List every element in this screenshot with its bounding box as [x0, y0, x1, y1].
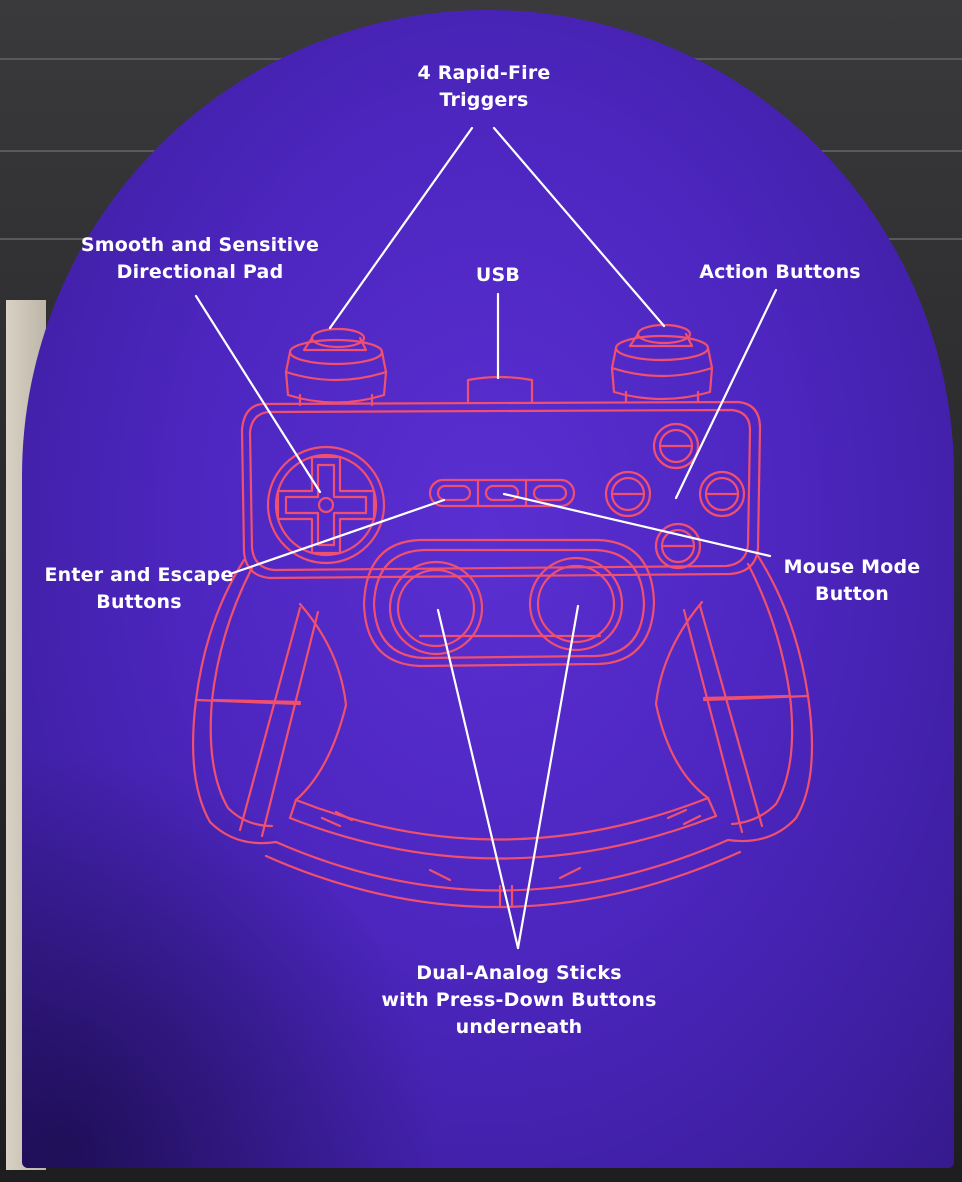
sticks-label-line: Dual-Analog Sticks	[416, 962, 622, 984]
right-trigger	[610, 323, 714, 404]
panel-shadow	[22, 748, 442, 1168]
mouse-mode-label: Mouse Mode Button	[764, 554, 940, 608]
sticks-label: Dual-Analog Sticks with Press-Down Butto…	[366, 960, 672, 1041]
mouse-mode-label-line: Mouse Mode	[783, 556, 921, 578]
callout-line-dpad	[194, 294, 322, 494]
dpad-label: Smooth and Sensitive Directional Pad	[66, 232, 334, 286]
sticks-label-line: with Press-Down Buttons	[381, 989, 657, 1011]
enter-escape-label-line: Buttons	[96, 591, 182, 613]
controller-outline	[192, 323, 814, 909]
callout-line-right-trigger	[492, 126, 666, 328]
usb-label: USB	[448, 262, 548, 289]
action-buttons-label-line: Action Buttons	[699, 261, 861, 283]
package-panel	[22, 10, 954, 1168]
callout-line-right-stick	[516, 604, 580, 950]
enter-escape-label: Enter and Escape Buttons	[32, 562, 246, 616]
analog-sticks	[362, 538, 656, 668]
usb-port	[466, 375, 534, 404]
dpad-label-line: Smooth and Sensitive	[80, 234, 320, 256]
left-trigger	[284, 327, 388, 407]
center-buttons	[428, 478, 576, 508]
callout-line-mouse-mode	[502, 492, 772, 558]
callout-line-left-stick	[436, 608, 520, 950]
dpad-label-line: Directional Pad	[116, 261, 284, 283]
action-buttons	[604, 422, 746, 570]
dpad	[266, 445, 386, 565]
triggers-label: 4 Rapid-Fire Triggers	[384, 60, 584, 114]
controller-body	[192, 400, 814, 909]
callout-line-enter-escape	[228, 498, 446, 576]
callout-lines	[194, 126, 778, 950]
usb-label-line: USB	[475, 264, 521, 286]
sticks-label-line: underneath	[455, 1016, 583, 1038]
callout-line-action	[674, 288, 778, 500]
action-buttons-label: Action Buttons	[690, 259, 870, 286]
enter-escape-label-line: Enter and Escape	[44, 564, 234, 586]
mouse-mode-label-line: Button	[815, 583, 889, 605]
triggers-label-line: Triggers	[439, 89, 529, 111]
callout-line-left-trigger	[328, 126, 474, 330]
triggers-label-line: 4 Rapid-Fire	[417, 62, 551, 84]
